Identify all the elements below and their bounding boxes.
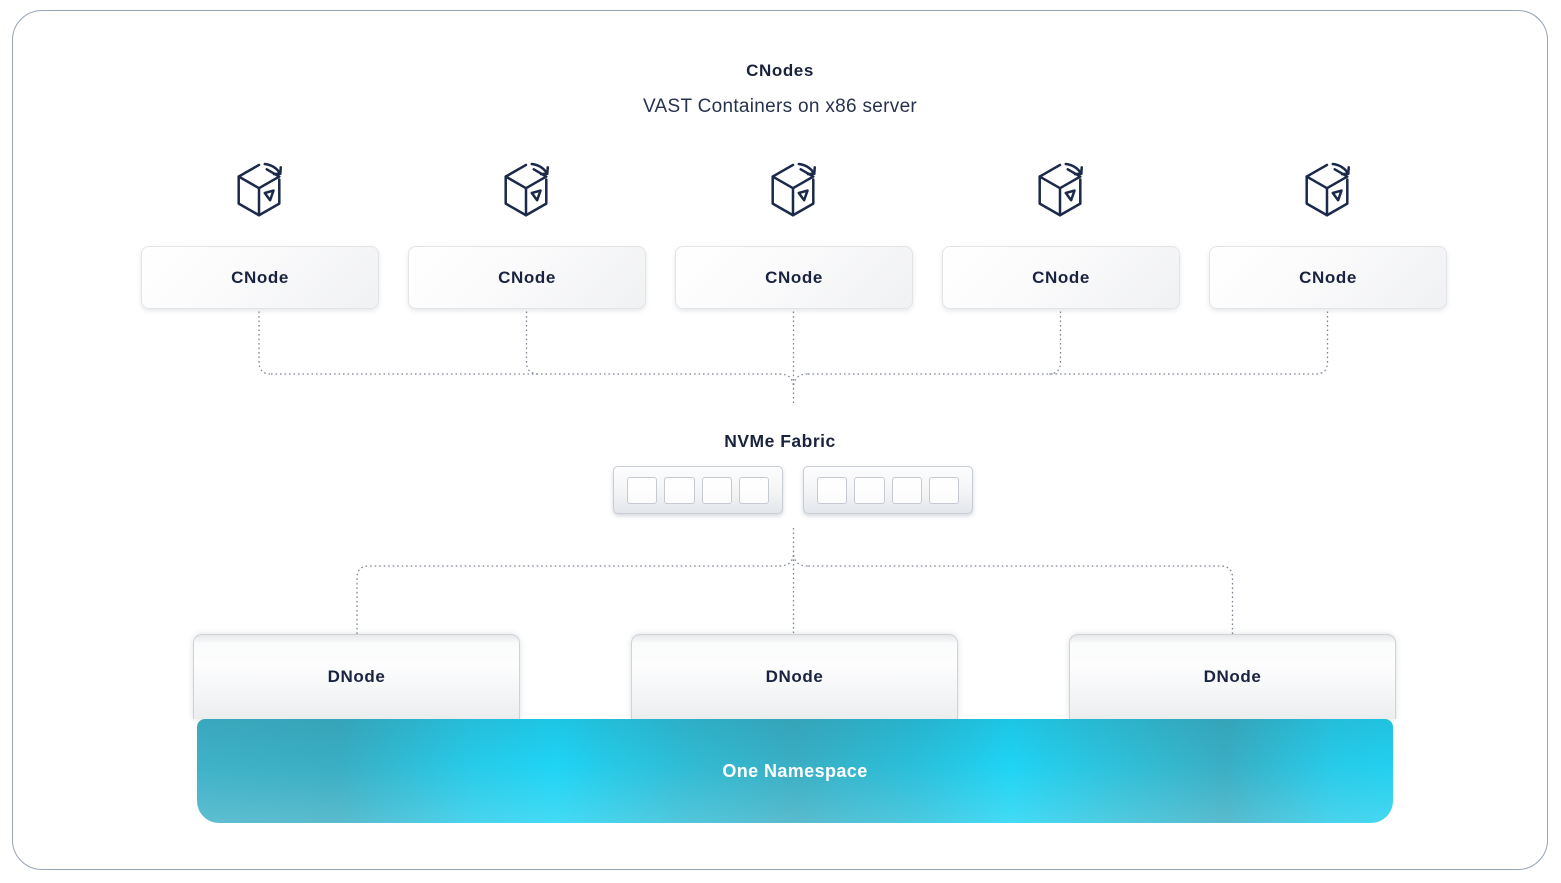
dnode-label: DNode <box>327 667 386 686</box>
dnode-box: DNode <box>1069 634 1396 719</box>
architecture-card: CNodes VAST Containers on x86 server <box>12 10 1548 870</box>
container-cube-icon <box>1298 159 1356 227</box>
container-cube-icon <box>764 159 822 227</box>
cnode-label: CNode <box>1299 267 1357 287</box>
cnode-label: CNode <box>498 267 556 287</box>
dnode-box: DNode <box>193 634 520 719</box>
switch-port <box>664 476 695 504</box>
switch-port <box>627 476 658 504</box>
network-switch-icon <box>803 466 973 514</box>
cnode-box: CNode <box>408 246 646 309</box>
switch-port <box>891 476 922 504</box>
diagram-subtitle: VAST Containers on x86 server <box>642 96 918 117</box>
switch-port <box>701 476 732 504</box>
fabric-title: NVMe Fabric <box>724 431 836 451</box>
switch-port <box>817 476 848 504</box>
cnode-box: CNode <box>141 246 379 309</box>
namespace-bar: One Namespace <box>197 719 1393 823</box>
dnode-label: DNode <box>1203 667 1262 686</box>
dnode-label: DNode <box>765 667 824 686</box>
namespace-label: One Namespace <box>722 760 868 781</box>
cnode-box: CNode <box>675 246 913 309</box>
cnode-label: CNode <box>765 267 823 287</box>
container-cube-icon <box>497 159 555 227</box>
cnode-label: CNode <box>231 267 289 287</box>
network-switch-icon <box>613 466 783 514</box>
cnode-box: CNode <box>1209 246 1447 309</box>
dnode-box: DNode <box>631 634 958 719</box>
switch-port <box>928 476 959 504</box>
diagram-title: CNodes <box>746 61 814 80</box>
container-cube-icon <box>230 159 288 227</box>
cnode-box: CNode <box>942 246 1180 309</box>
switch-port <box>738 476 769 504</box>
switch-port <box>854 476 885 504</box>
cnode-label: CNode <box>1032 267 1090 287</box>
container-cube-icon <box>1031 159 1089 227</box>
